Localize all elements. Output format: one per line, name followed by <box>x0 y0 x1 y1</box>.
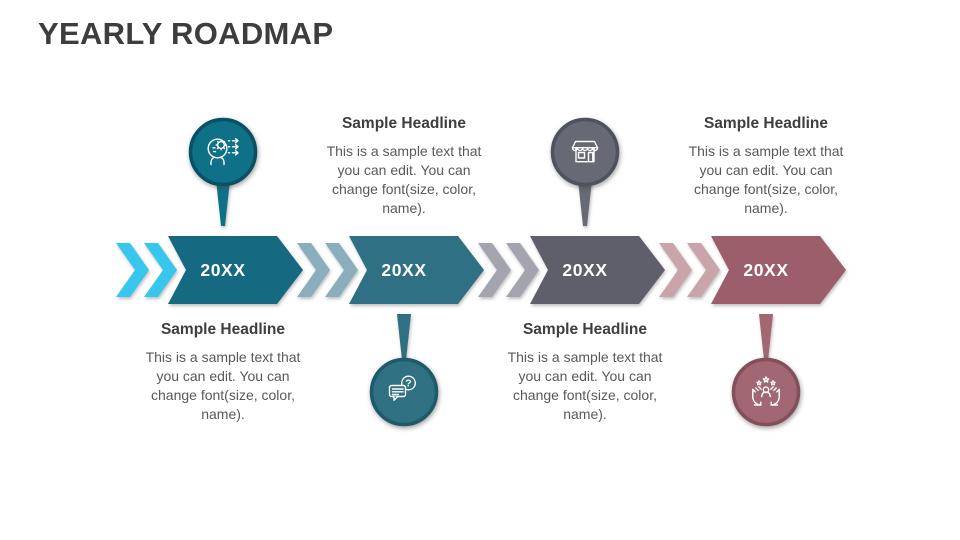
milestone-body: This is a sample text that you can edit.… <box>507 349 663 423</box>
mind-process-icon <box>207 138 239 166</box>
chevron-icon <box>506 243 539 297</box>
chat-question-icon: ? <box>388 375 417 401</box>
storefront-icon <box>571 140 599 163</box>
milestone-marker-3 <box>543 110 627 236</box>
year-label: 20XX <box>381 260 426 280</box>
year-arrow <box>168 236 303 304</box>
timeline-segment-3: 20XX <box>478 236 665 304</box>
chevron-icon <box>659 243 692 297</box>
year-arrow <box>711 236 846 304</box>
marker-stem <box>216 180 230 226</box>
chevron-icon <box>478 243 511 297</box>
achievement-hands-icon <box>752 376 780 406</box>
milestone-body: This is a sample text that you can edit.… <box>688 143 844 217</box>
milestone-circle <box>188 117 258 187</box>
milestone-headline: Sample Headline <box>160 321 286 338</box>
milestone-circle <box>550 117 620 187</box>
timeline: 20XX 20XX 20XX 20XX <box>116 236 846 304</box>
milestone-marker-1 <box>181 110 265 236</box>
milestone-headline: Sample Headline <box>703 115 829 132</box>
milestone-headline: Sample Headline <box>341 115 467 132</box>
year-label: 20XX <box>743 260 788 280</box>
milestone-marker-4 <box>724 308 808 434</box>
year-label: 20XX <box>562 260 607 280</box>
milestone-headline: Sample Headline <box>522 321 648 338</box>
timeline-segment-1: 20XX <box>116 236 303 304</box>
milestone-body: This is a sample text that you can edit.… <box>326 143 482 217</box>
milestone-body: This is a sample text that you can edit.… <box>145 349 301 423</box>
svg-text:?: ? <box>405 378 411 390</box>
chevron-icon <box>297 243 330 297</box>
chevron-icon <box>687 243 720 297</box>
chevron-icon <box>325 243 358 297</box>
year-label: 20XX <box>200 260 245 280</box>
year-arrow <box>349 236 484 304</box>
chevron-icon <box>144 243 177 297</box>
marker-stem <box>759 314 773 360</box>
marker-stem <box>578 180 592 226</box>
year-arrow <box>530 236 665 304</box>
chevron-icon <box>116 243 149 297</box>
marker-stem <box>397 314 411 360</box>
timeline-segment-2: 20XX <box>297 236 484 304</box>
timeline-segment-4: 20XX <box>659 236 846 304</box>
milestone-marker-2: ? <box>362 308 446 434</box>
slide-title: YEARLY ROADMAP <box>38 16 334 51</box>
